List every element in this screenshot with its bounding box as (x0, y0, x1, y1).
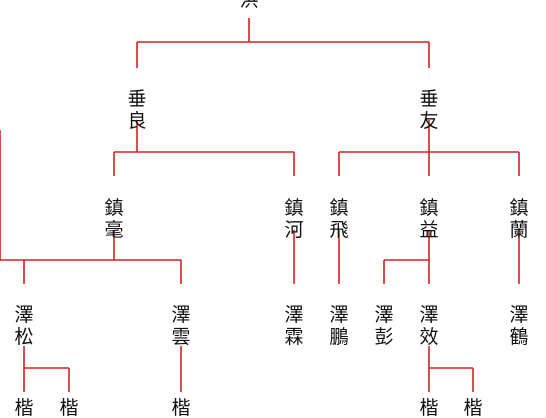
node-n16-label: 楷 (59, 397, 78, 418)
node-n5-label: 鎮飛 (329, 197, 348, 241)
node-n15-label: 楷 (14, 397, 33, 418)
node-n12-label: 澤彭 (374, 304, 393, 348)
node-n13-label: 澤效 (419, 304, 438, 348)
node-n17-label: 楷 (171, 397, 190, 418)
node-n19-label: 楷 (463, 397, 482, 418)
node-n10-label: 澤霖 (284, 304, 303, 348)
node-n18-label: 楷 (419, 397, 438, 418)
node-n9-label: 澤雲 (171, 304, 190, 348)
node-n3-label: 鎮毫 (104, 197, 123, 241)
node-n4-label: 鎮河 (284, 197, 303, 241)
node-n14-label: 澤鶴 (509, 304, 528, 348)
node-n2-label: 垂友 (419, 88, 438, 132)
tree-connectors (0, 18, 520, 392)
node-n11-label: 澤鵬 (329, 304, 348, 348)
node-n1-label: 垂良 (127, 88, 146, 132)
node-n8-label: 澤松 (14, 304, 33, 348)
node-n6-label: 鎮益 (419, 197, 438, 241)
tree-labels: 洪 垂良 垂友 鎮毫 鎮河 鎮飛 鎮益 鎮蘭 澤松 澤雲 澤霖 澤鵬 澤彭 澤效… (14, 0, 528, 418)
node-n7-label: 鎮蘭 (509, 197, 528, 241)
node-root-label: 洪 (239, 0, 258, 11)
